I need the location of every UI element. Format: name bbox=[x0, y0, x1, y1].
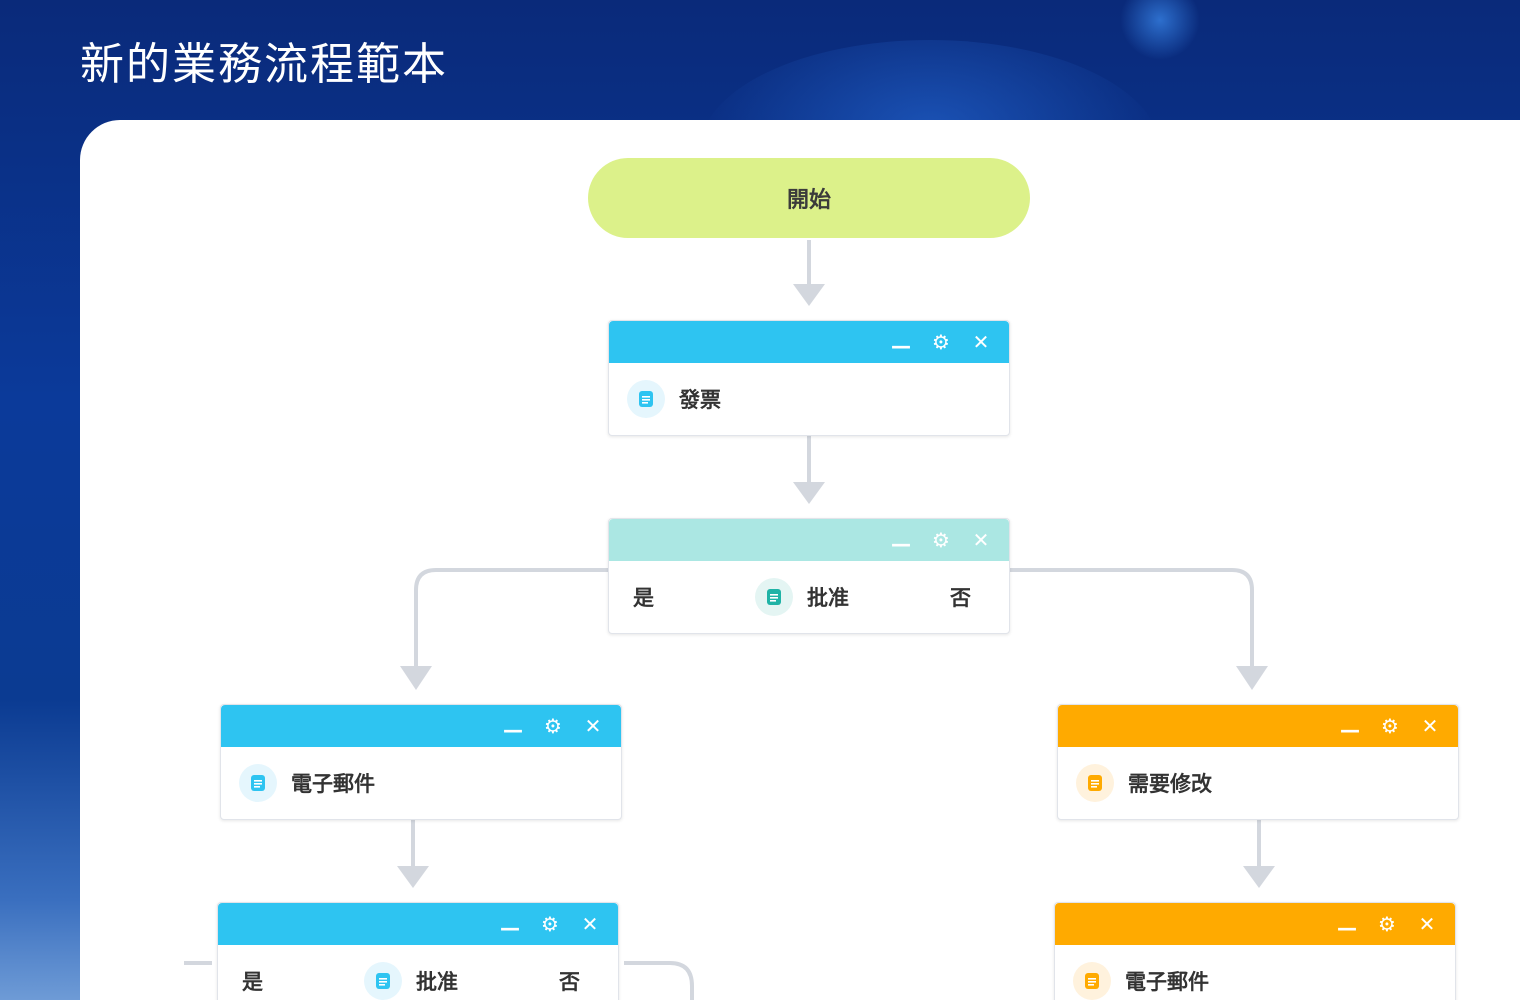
background-glow-small bbox=[1120, 0, 1200, 60]
email-node-right[interactable]: — ⚙ ✕ 電子郵件 bbox=[1054, 902, 1456, 1000]
connector-approval2-no bbox=[624, 961, 694, 1000]
node-body: 是 批准 否 bbox=[609, 561, 1009, 633]
close-icon[interactable]: ✕ bbox=[972, 528, 990, 552]
arrow-head bbox=[793, 284, 825, 306]
yes-branch-label: 是 bbox=[242, 970, 263, 994]
gear-icon[interactable]: ⚙ bbox=[1378, 912, 1396, 936]
connector-approval-no bbox=[1010, 568, 1254, 668]
gear-icon[interactable]: ⚙ bbox=[1381, 714, 1399, 738]
invoice-node[interactable]: — ⚙ ✕ 發票 bbox=[608, 320, 1010, 436]
revision-node[interactable]: — ⚙ ✕ 需要修改 bbox=[1057, 704, 1459, 820]
node-header: — ⚙ ✕ bbox=[221, 705, 621, 747]
connector-approval-yes bbox=[414, 568, 608, 668]
node-body: 需要修改 bbox=[1058, 747, 1458, 819]
gear-icon[interactable]: ⚙ bbox=[932, 528, 950, 552]
no-branch-label: 否 bbox=[559, 970, 580, 994]
node-header: — ⚙ ✕ bbox=[609, 321, 1009, 363]
minimize-icon[interactable]: — bbox=[1337, 916, 1357, 940]
minimize-icon[interactable]: — bbox=[891, 532, 911, 556]
close-icon[interactable]: ✕ bbox=[584, 714, 602, 738]
minimize-icon[interactable]: — bbox=[503, 718, 523, 742]
no-branch-label: 否 bbox=[950, 586, 971, 610]
close-icon[interactable]: ✕ bbox=[972, 330, 990, 354]
gear-icon[interactable]: ⚙ bbox=[932, 330, 950, 354]
node-label: 電子郵件 bbox=[1125, 970, 1209, 994]
node-body: 電子郵件 bbox=[221, 747, 621, 819]
minimize-icon[interactable]: — bbox=[1340, 718, 1360, 742]
approval-node-2[interactable]: — ⚙ ✕ 是 批准 否 bbox=[217, 902, 619, 1000]
node-body: 電子郵件 bbox=[1055, 945, 1455, 1000]
arrow-head bbox=[1243, 866, 1275, 888]
node-label: 發票 bbox=[679, 388, 721, 412]
email-node-left[interactable]: — ⚙ ✕ 電子郵件 bbox=[220, 704, 622, 820]
document-icon bbox=[1073, 962, 1111, 1000]
arrow-head bbox=[1236, 666, 1268, 690]
gear-icon[interactable]: ⚙ bbox=[541, 912, 559, 936]
document-icon bbox=[1076, 764, 1114, 802]
node-header: — ⚙ ✕ bbox=[609, 519, 1009, 561]
gear-icon[interactable]: ⚙ bbox=[544, 714, 562, 738]
node-body: 是 批准 否 bbox=[218, 945, 618, 1000]
node-body: 發票 bbox=[609, 363, 1009, 435]
start-node[interactable]: 開始 bbox=[588, 158, 1030, 238]
node-label: 需要修改 bbox=[1128, 772, 1212, 796]
approval-node[interactable]: — ⚙ ✕ 是 批准 否 bbox=[608, 518, 1010, 634]
document-icon bbox=[364, 962, 402, 1000]
connector-lines bbox=[184, 240, 1275, 1000]
node-label: 電子郵件 bbox=[291, 772, 375, 796]
minimize-icon[interactable]: — bbox=[891, 334, 911, 358]
document-icon bbox=[627, 380, 665, 418]
node-header: — ⚙ ✕ bbox=[1055, 903, 1455, 945]
node-header: — ⚙ ✕ bbox=[218, 903, 618, 945]
close-icon[interactable]: ✕ bbox=[1418, 912, 1436, 936]
node-header: — ⚙ ✕ bbox=[1058, 705, 1458, 747]
yes-branch-label: 是 bbox=[633, 586, 654, 610]
page-title: 新的業務流程範本 bbox=[80, 39, 448, 90]
close-icon[interactable]: ✕ bbox=[1421, 714, 1439, 738]
arrow-head bbox=[397, 866, 429, 888]
workflow-canvas: 開始 — ⚙ ✕ 發票 — ⚙ ✕ 是 批准 bbox=[80, 120, 1520, 1000]
close-icon[interactable]: ✕ bbox=[581, 912, 599, 936]
arrow-head bbox=[400, 666, 432, 690]
node-label: 批准 bbox=[807, 586, 849, 610]
node-label: 批准 bbox=[416, 970, 458, 994]
document-icon bbox=[755, 578, 793, 616]
arrow-head bbox=[793, 482, 825, 504]
minimize-icon[interactable]: — bbox=[500, 916, 520, 940]
document-icon bbox=[239, 764, 277, 802]
